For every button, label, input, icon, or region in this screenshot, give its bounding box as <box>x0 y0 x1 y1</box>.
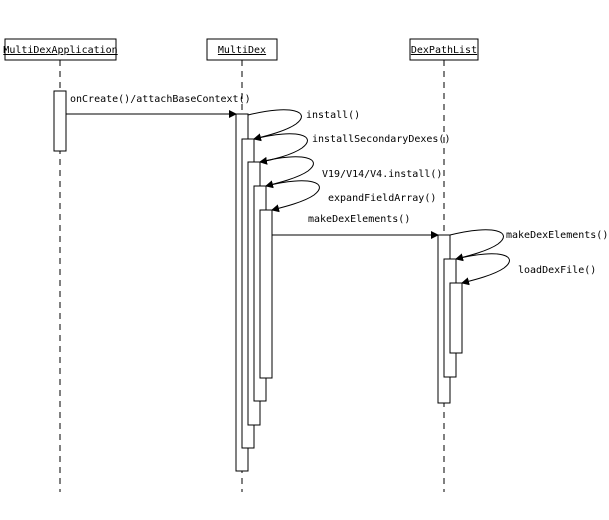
participant-multidexapplication: MultiDexApplication <box>3 38 118 61</box>
message-label: makeDexElements() <box>308 214 410 225</box>
message-label: loadDexFile() <box>518 265 596 276</box>
message-label: install() <box>306 110 360 121</box>
self-message-arrow <box>265 180 320 213</box>
participant-label: MultiDex <box>218 45 266 56</box>
participant-label: MultiDexApplication <box>3 45 117 56</box>
self-message-arrow <box>455 253 510 286</box>
participant-multidex: MultiDex <box>206 38 278 61</box>
message-label: onCreate()/attachBaseContext() <box>70 94 251 105</box>
message-label: installSecondaryDexes() <box>312 134 450 145</box>
message-label: expandFieldArray() <box>328 193 436 204</box>
activation-bar <box>53 90 67 152</box>
self-message-arrow <box>247 109 302 142</box>
message-label: makeDexElements() <box>506 230 608 241</box>
activation-bar <box>449 282 463 354</box>
self-message-arrow <box>449 229 504 262</box>
self-message-arrow <box>259 156 314 189</box>
message-label: V19/V14/V4.install() <box>322 169 442 180</box>
participant-dexpathlist: DexPathList <box>409 38 479 61</box>
participant-label: DexPathList <box>411 45 477 56</box>
activation-bar <box>259 209 273 379</box>
